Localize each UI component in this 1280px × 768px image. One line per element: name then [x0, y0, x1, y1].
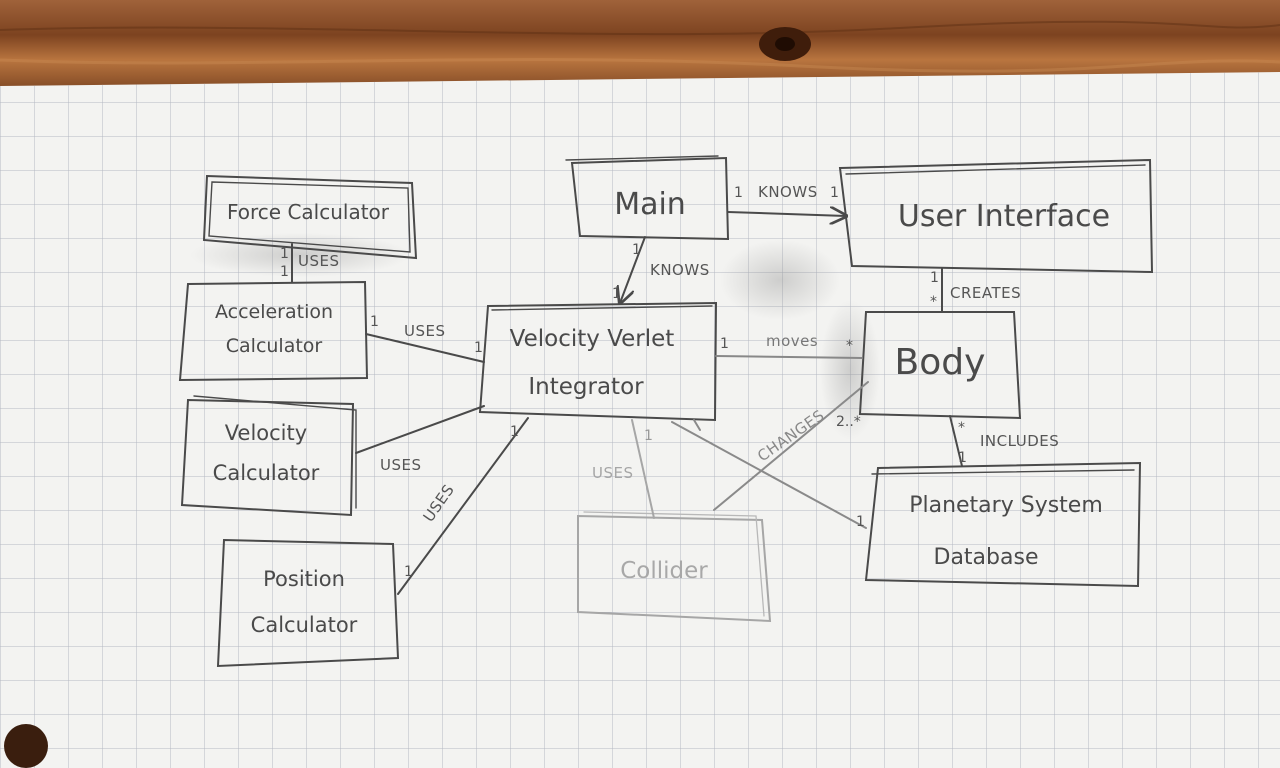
main-ui-mult-from: 1 [734, 185, 743, 201]
force-accel-mult-from: 1 [280, 246, 289, 262]
acceleration-calculator-box [178, 280, 369, 382]
vvi-label-line2: Integrator [528, 374, 644, 400]
collider-body-mult-to: 2..* [836, 414, 861, 430]
position-vvi-mult-from: 1 [404, 564, 413, 580]
ui-body-mult-from: 1 [930, 270, 939, 286]
vvi-planetary-mult-to: 1 [856, 514, 865, 530]
force-calculator-label: Force Calculator [227, 200, 390, 224]
edge-acceleration-vvi [365, 333, 485, 363]
main-ui-label: KNOWS [758, 183, 818, 201]
body-planetary-mult-to: 1 [958, 450, 967, 466]
body-planetary-label: INCLUDES [980, 432, 1059, 450]
collider-box [577, 514, 772, 623]
collider-label: Collider [620, 558, 708, 584]
position-calculator-label-line2: Calculator [251, 613, 358, 637]
vvi-body-mult-from: 1 [720, 336, 729, 352]
position-calculator-label-line1: Position [263, 567, 345, 591]
force-accel-mult-to: 1 [280, 264, 289, 280]
edge-vvi-planetary [671, 421, 867, 529]
ui-body-label: CREATES [950, 284, 1021, 302]
edge-vvi-body [715, 355, 863, 359]
edge-collider-body [713, 381, 869, 511]
edge-vvi-collider [631, 419, 655, 519]
position-vvi-mult-to: 1 [510, 424, 519, 440]
accel-vvi-mult-to: 1 [474, 340, 483, 356]
accel-vvi-label: USES [404, 322, 446, 340]
body-planetary-mult-from: * [958, 420, 965, 436]
main-vvi-label: KNOWS [650, 261, 710, 279]
edge-body-planetary [949, 415, 963, 467]
position-calculator-box [216, 538, 400, 668]
planetary-system-database-box [864, 461, 1142, 588]
acceleration-calculator-label-line2: Calculator [226, 335, 323, 357]
velocity-verlet-integrator-box [478, 301, 718, 422]
edge-vvi-planetary-cross [693, 419, 701, 431]
force-accel-label: USES [298, 252, 340, 270]
edge-velocity-vvi [355, 405, 485, 454]
planetary-label-line1: Planetary System [909, 493, 1103, 518]
edge-position-vvi [397, 417, 529, 595]
vvi-body-label: moves [766, 332, 818, 350]
velocity-calculator-label-line2: Calculator [213, 461, 320, 485]
velocity-calculator-box [180, 395, 357, 517]
user-interface-box [838, 158, 1154, 274]
user-interface-label: User Interface [898, 199, 1110, 234]
vvi-collider-mult-from: 1 [644, 428, 653, 444]
acceleration-calculator-label-line1: Acceleration [215, 301, 333, 323]
vvi-collider-label: USES [592, 464, 634, 482]
main-ui-mult-to: 1 [830, 185, 839, 201]
accel-vvi-mult-from: 1 [370, 314, 379, 330]
vvi-body-mult-to: * [846, 338, 853, 354]
velocity-calculator-label-line1: Velocity [225, 421, 307, 445]
planetary-label-line2: Database [934, 545, 1039, 570]
ui-body-mult-to: * [930, 294, 937, 310]
main-vvi-mult-to: 1 [612, 286, 621, 302]
paper-hole [4, 724, 48, 768]
body-box [858, 311, 1022, 420]
edge-main-ui [727, 212, 846, 216]
main-box [565, 155, 730, 241]
main-label: Main [614, 187, 686, 222]
force-calculator-box [202, 174, 418, 260]
edge-main-vvi [620, 236, 646, 303]
main-vvi-mult-from: 1 [632, 242, 641, 258]
velocity-vvi-label: USES [380, 456, 422, 474]
vvi-label-line1: Velocity Verlet [510, 326, 675, 352]
body-label: Body [895, 342, 986, 383]
